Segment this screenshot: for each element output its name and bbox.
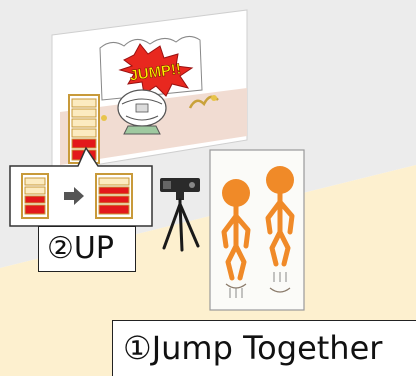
- meter-before-icon: [22, 174, 48, 218]
- step-jump-label: ①Jump Together: [112, 320, 416, 376]
- meter-after-icon: [96, 174, 132, 218]
- step-up-label: ②UP: [38, 226, 136, 272]
